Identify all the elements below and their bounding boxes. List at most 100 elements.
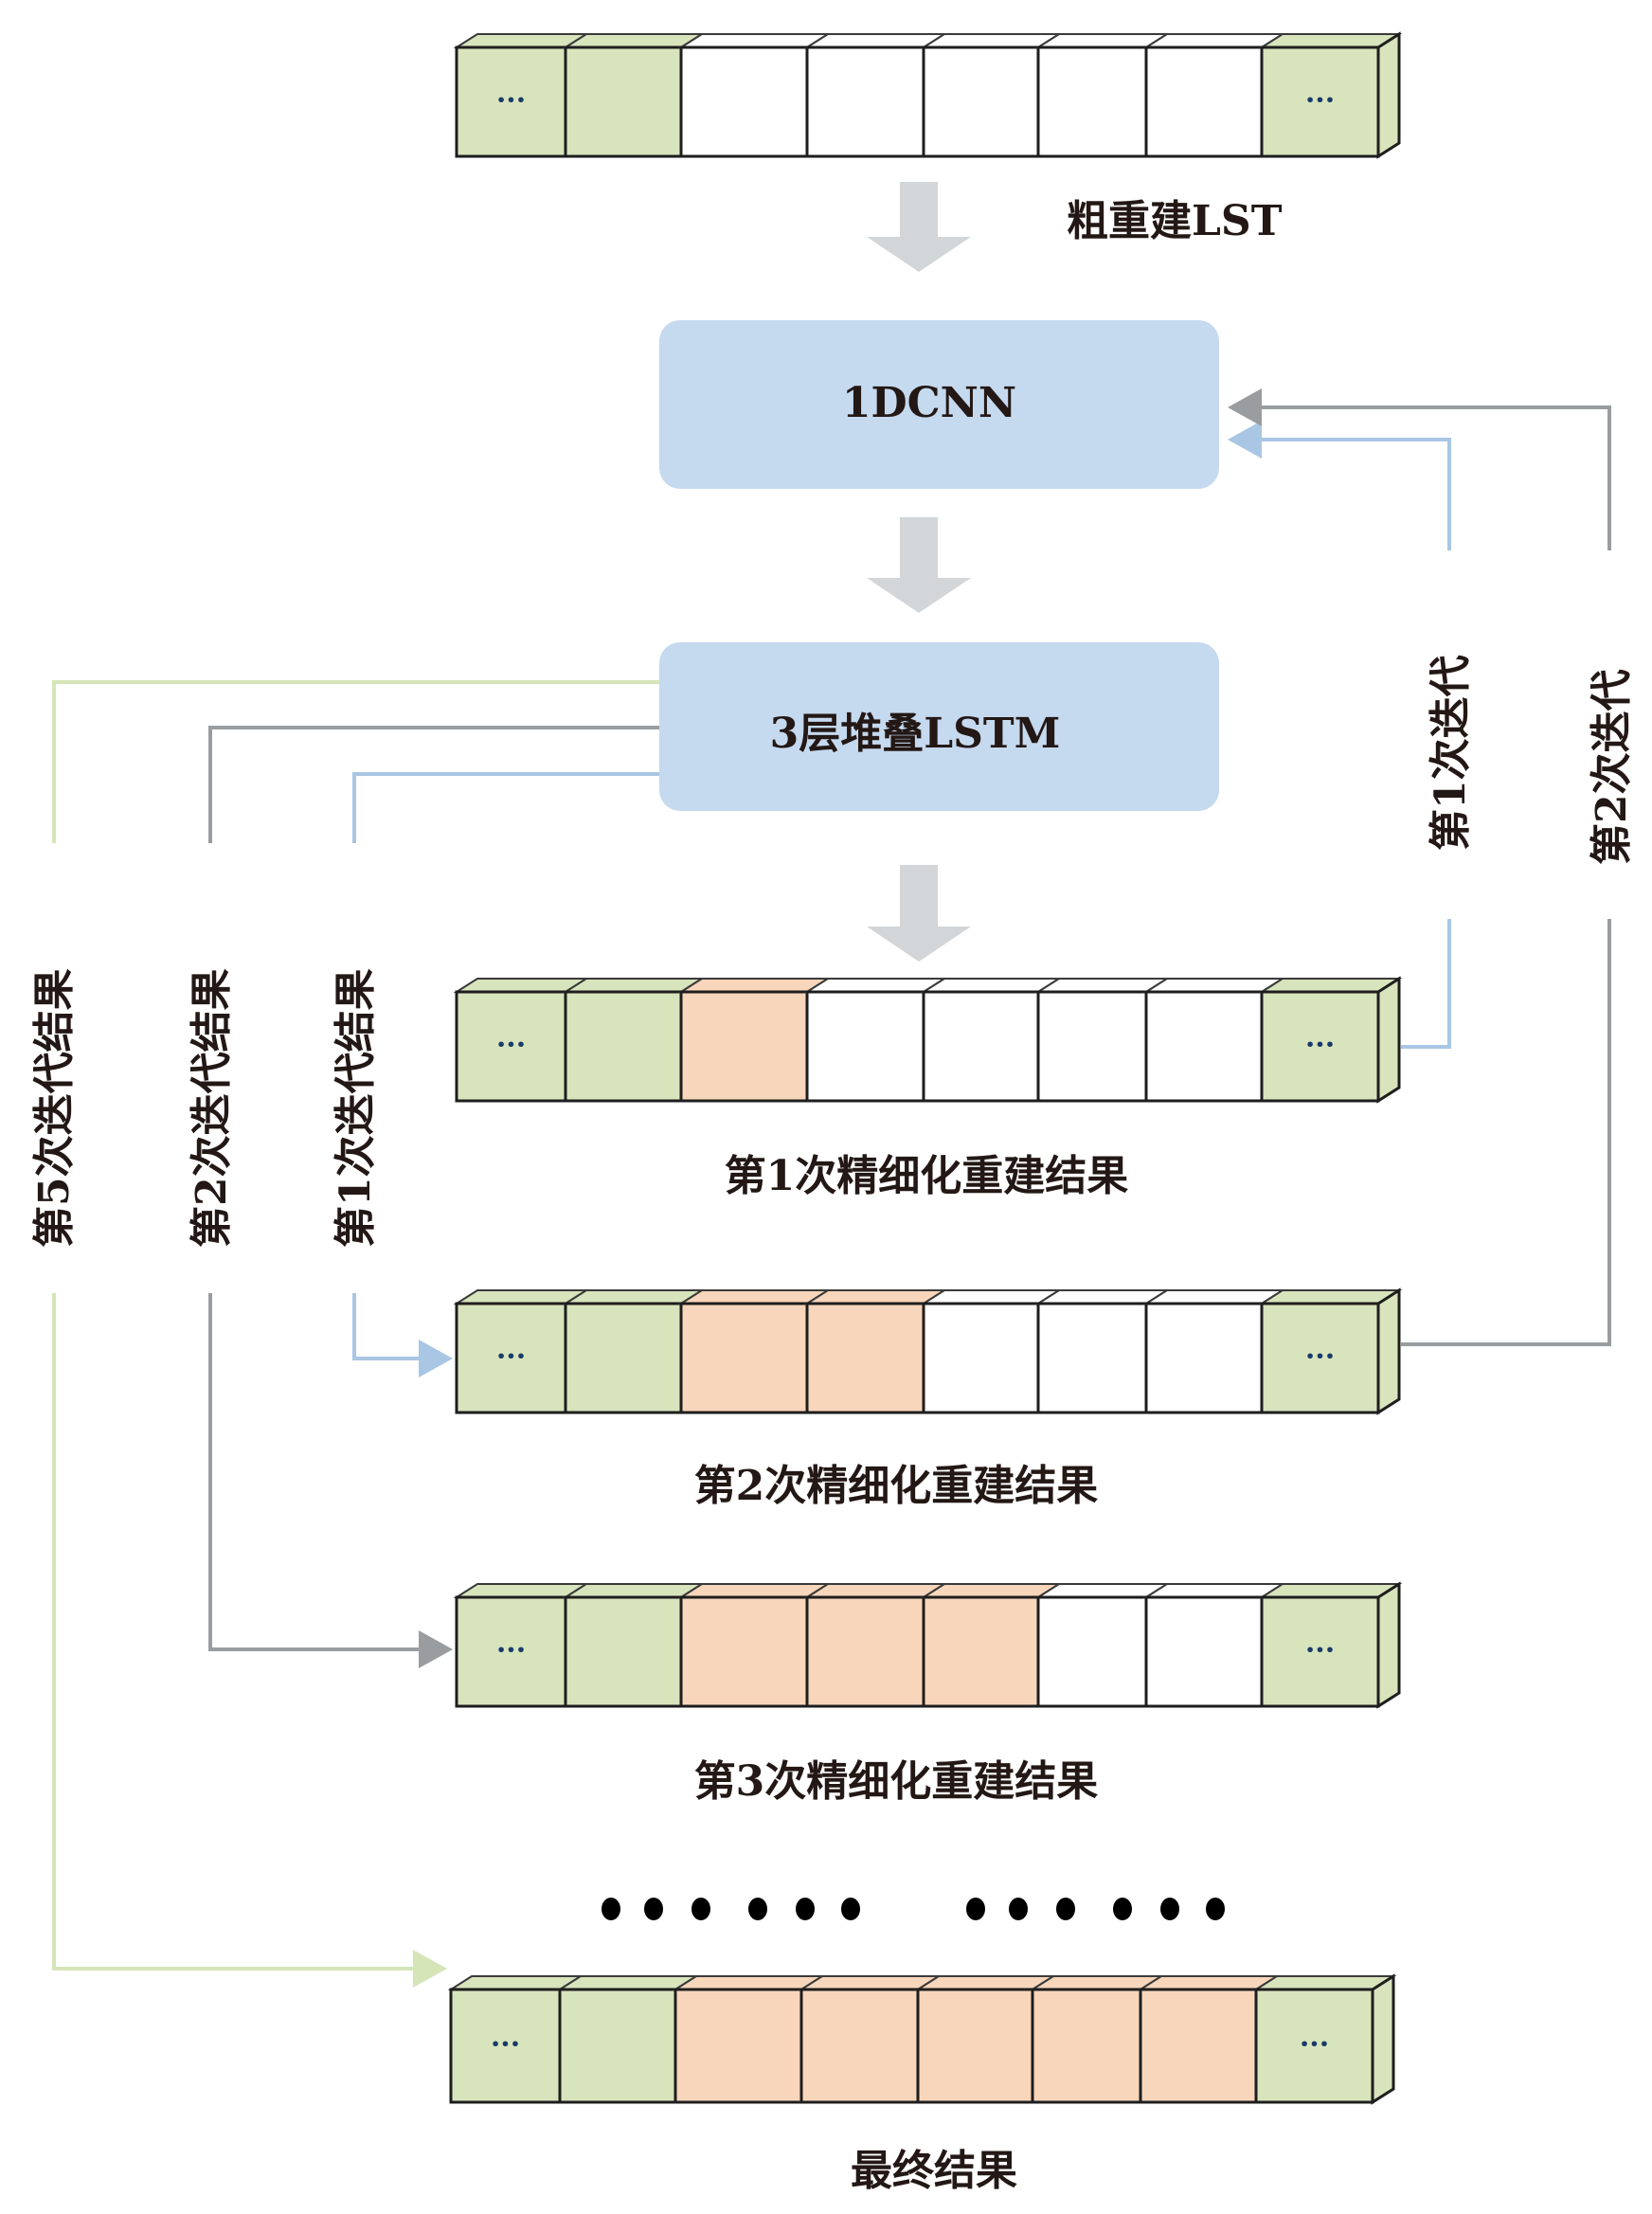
iter2-result-label: 第2次迭代结果: [188, 968, 236, 1248]
continuation-dot: [966, 1898, 985, 1920]
continuation-dot: [841, 1898, 860, 1920]
bar-label-refine2: 第2次精细化重建结果: [694, 1462, 1099, 1510]
cell-top-face: [677, 978, 832, 993]
cell-top-face: [1252, 1975, 1397, 1990]
ellipsis-glyph: ···: [496, 1029, 526, 1062]
cell-known: [564, 1595, 683, 1708]
cell-refined: [805, 1595, 925, 1708]
cell-top-face: [556, 1975, 700, 1990]
bars-layer: ······························: [447, 31, 1403, 2105]
ellipsis-glyph: ···: [1305, 1029, 1335, 1062]
lstm-box-label: 3层堆叠LSTM: [770, 710, 1061, 758]
cell-top-face: [920, 33, 1063, 48]
cell-refined: [799, 1988, 920, 2104]
continuation-dot: [1160, 1898, 1179, 1920]
cell-refined: [1031, 1988, 1142, 2104]
continuation-dot: [602, 1898, 620, 1920]
cell-unrefined: [1144, 1595, 1264, 1708]
cell-known: [564, 45, 683, 158]
bar-final: ··· ···: [447, 1973, 1397, 2105]
ellipsis-glyph: ···: [496, 1341, 526, 1374]
cell-top-face: [677, 1583, 832, 1598]
cell-top-face: [672, 1975, 826, 1990]
cell-unrefined: [1144, 990, 1264, 1103]
cell-unrefined: [1144, 1302, 1264, 1414]
bar-label-coarse: 粗重建LST: [1067, 197, 1283, 245]
continuation-dot: [1056, 1898, 1075, 1920]
bar-side-face: [1376, 1287, 1401, 1415]
continuation-dot: [644, 1898, 663, 1920]
ellipsis-glyph: ···: [496, 1634, 526, 1667]
output-iter5-line: [52, 680, 659, 1988]
ellipsis-glyph: ···: [1300, 2028, 1329, 2061]
cell-top-face: [803, 1289, 948, 1305]
bar-refine3: ··· ···: [453, 1581, 1403, 1709]
cell-known: [455, 1302, 567, 1414]
cell-top-face: [920, 978, 1063, 993]
cell-top-face: [677, 1289, 832, 1305]
cell-top-face: [677, 33, 832, 48]
cell-top-face: [1258, 33, 1403, 48]
cell-unrefined: [1036, 1595, 1148, 1708]
cell-top-face: [920, 1289, 1063, 1305]
cell-refined: [922, 1595, 1040, 1708]
feedback-iter1: [1228, 421, 1451, 1049]
ellipsis-glyph: ···: [1305, 84, 1335, 117]
cell-top-face: [1137, 1975, 1281, 1990]
bar-side-face: [1376, 31, 1401, 159]
cell-top-face: [914, 1975, 1057, 1990]
ellipsis-glyph: ···: [1305, 1634, 1335, 1667]
cell-top-face: [562, 1289, 706, 1305]
ellipsis-glyph: ···: [1305, 1341, 1335, 1374]
cell-refined: [805, 1302, 925, 1414]
cell-unrefined: [1036, 990, 1148, 1103]
cell-known: [1260, 1595, 1380, 1708]
cell-top-face: [920, 1583, 1063, 1598]
cell-refined: [679, 1302, 809, 1414]
cell-unrefined: [922, 990, 1040, 1103]
iter5-result-label: 第5次迭代结果: [30, 968, 79, 1248]
cell-known: [558, 1988, 677, 2104]
cell-top-face: [1142, 1583, 1286, 1598]
bar-label-refine1: 第1次精细化重建结果: [725, 1152, 1129, 1200]
iter1-result-label: 第1次迭代结果: [332, 968, 380, 1248]
cell-top-face: [562, 33, 706, 48]
cell-known: [564, 1302, 683, 1414]
cell-known: [1254, 1988, 1374, 2104]
cell-top-face: [1258, 1583, 1403, 1598]
down-arrow-2: [867, 517, 971, 613]
cell-top-face: [1142, 1289, 1286, 1305]
cell-top-face: [562, 1583, 706, 1598]
cell-known: [455, 990, 567, 1103]
cell-unrefined: [1144, 45, 1264, 158]
bar-side-face: [1376, 1581, 1401, 1709]
continuation-dot: [691, 1898, 710, 1920]
cell-unrefined: [805, 45, 925, 158]
bar-side-face: [1371, 1973, 1395, 2105]
cell-known: [449, 1988, 562, 2104]
iter1-label: 第1次迭代: [1427, 655, 1475, 851]
cell-known: [1260, 45, 1380, 158]
cell-refined: [679, 990, 809, 1103]
cell-top-face: [803, 33, 948, 48]
continuation-dots: [602, 1898, 1225, 1920]
bar-refine1: ··· ···: [453, 976, 1403, 1104]
output-iter2-line: [208, 726, 659, 1668]
down-arrow-3: [867, 865, 971, 962]
bar-label-refine3: 第3次精细化重建结果: [694, 1757, 1099, 1806]
output-iter1-line: [352, 772, 659, 1377]
bar-coarse: ······: [453, 31, 1403, 159]
cell-unrefined: [922, 1302, 1040, 1414]
bar-label-final: 最终结果: [851, 2147, 1017, 2195]
bar-refine2: ··· ···: [453, 1287, 1403, 1415]
ellipsis-glyph: ···: [491, 2028, 520, 2061]
cell-unrefined: [679, 45, 809, 158]
cell-refined: [1139, 1988, 1258, 2104]
continuation-dot: [1206, 1898, 1225, 1920]
cell-top-face: [803, 1583, 948, 1598]
cell-known: [455, 1595, 567, 1708]
cell-unrefined: [922, 45, 1040, 158]
cell-refined: [673, 1988, 803, 2104]
feedback-iter2: [1228, 388, 1611, 1346]
